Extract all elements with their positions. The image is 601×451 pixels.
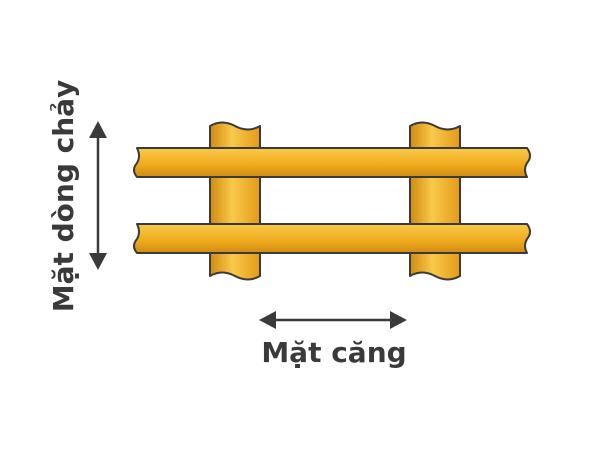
vertical-label: Mặt dòng chảy <box>47 80 80 313</box>
horizontal-rod-top <box>133 147 531 178</box>
vertical-rod-right <box>409 121 461 281</box>
horizontal-label: Mặt căng <box>261 336 406 369</box>
double-arrow-horizontal-icon <box>259 311 407 329</box>
vertical-rod-left <box>209 121 261 281</box>
horizontal-rod-bottom <box>133 223 531 254</box>
double-arrow-vertical-icon <box>89 121 107 270</box>
